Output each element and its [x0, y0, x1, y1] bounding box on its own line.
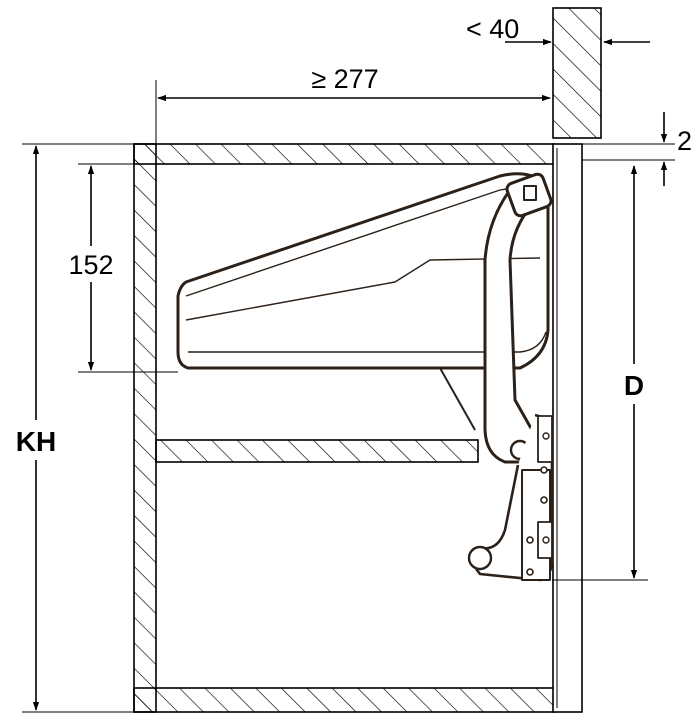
lift-arm — [467, 172, 554, 582]
top-clearance-label: 2 — [677, 126, 692, 156]
extension-lines — [22, 80, 675, 713]
cabinet-height-label: KH — [16, 426, 56, 457]
cover-gap-label: < 40 — [466, 14, 519, 44]
door-offset-label: D — [624, 370, 644, 401]
door-panel — [552, 143, 583, 713]
top-panel — [552, 7, 602, 139]
mount-height-label: 152 — [68, 250, 113, 280]
cabinet-carcass — [133, 143, 555, 713]
shelf — [155, 439, 479, 463]
dimension-labels: < 40 ≥ 277 2 152 KH D — [10, 14, 692, 460]
min-depth-label: ≥ 277 — [311, 64, 378, 94]
